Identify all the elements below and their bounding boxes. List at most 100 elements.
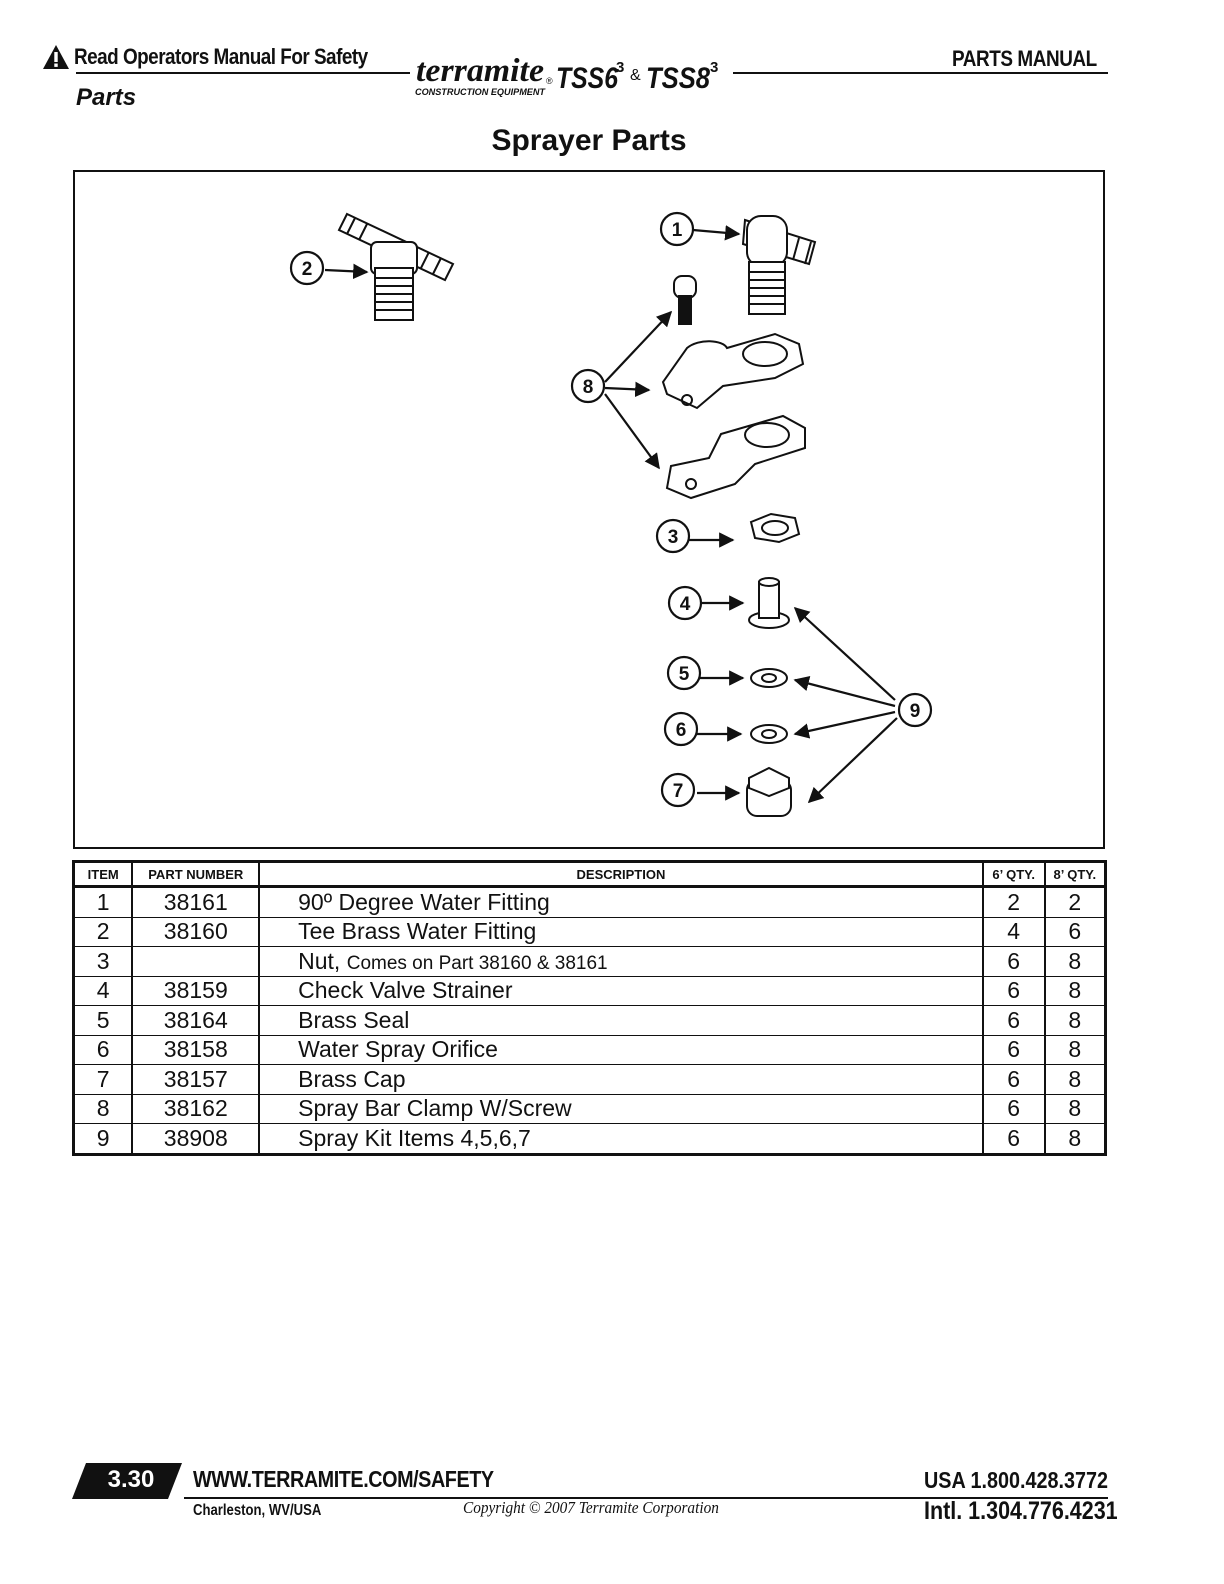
safety-warning: Read Operators Manual For Safety xyxy=(42,44,415,70)
item-cell: 1 xyxy=(73,886,133,918)
qty-6ft-cell: 6 xyxy=(981,946,1045,977)
description-text: Check Valve Strainer xyxy=(298,977,513,1004)
manual-label: PARTS MANUAL xyxy=(952,46,1097,71)
qty-8ft-cell: 8 xyxy=(1043,1064,1106,1095)
svg-text:3: 3 xyxy=(710,59,718,76)
callout-1: 1 xyxy=(659,211,695,247)
qty-8ft-cell: 8 xyxy=(1043,976,1106,1006)
callout-7: 7 xyxy=(660,772,696,808)
clamp-lower-drawing xyxy=(665,414,806,500)
item-cell: 5 xyxy=(73,1005,133,1036)
svg-text:1: 1 xyxy=(672,220,683,241)
description-text: Brass Seal xyxy=(298,1006,410,1033)
footer-city: Charleston, WV/USA xyxy=(193,1502,322,1519)
col-header-item: ITEM xyxy=(73,861,133,888)
description-cell: Spray Bar Clamp W/Screw xyxy=(258,1094,983,1124)
page-title: Sprayer Parts xyxy=(491,124,687,157)
part-number-cell: 38162 xyxy=(131,1094,260,1124)
callout-2: 2 xyxy=(289,250,325,286)
description-cell: Brass Cap xyxy=(258,1064,983,1095)
svg-text:3: 3 xyxy=(668,527,679,548)
safety-url[interactable]: WWW.TERRAMITE.COM/SAFETY xyxy=(193,1466,494,1492)
parts-table: ITEM PART NUMBER DESCRIPTION 6’ QTY. 8’ … xyxy=(72,860,1107,1156)
qty-8ft-cell: 8 xyxy=(1043,946,1106,977)
description-text: 90º Degree Water Fitting xyxy=(298,888,550,915)
qty-6ft-cell: 4 xyxy=(981,917,1045,947)
qty-8ft-cell: 8 xyxy=(1043,1094,1106,1124)
description-cell: Water Spray Orifice xyxy=(258,1035,983,1065)
svg-text:TSS6: TSS6 xyxy=(556,62,618,95)
col-header-6ft-qty: 6’ QTY. xyxy=(981,861,1045,888)
callout-5: 5 xyxy=(666,655,702,691)
svg-text:TSS8: TSS8 xyxy=(646,62,710,95)
col-header-part-number: PART NUMBER xyxy=(131,861,260,888)
brass-cap-drawing xyxy=(746,766,792,817)
hex-nut-drawing xyxy=(749,512,801,544)
section-label: Parts xyxy=(76,84,137,111)
item-cell: 2 xyxy=(73,917,133,947)
svg-text:3: 3 xyxy=(616,59,624,76)
clamp-screw-drawing xyxy=(673,275,697,325)
col-header-8ft-qty: 8’ QTY. xyxy=(1043,861,1106,888)
qty-8ft-cell: 6 xyxy=(1043,917,1106,947)
description-cell: Tee Brass Water Fitting xyxy=(258,917,983,947)
qty-6ft-cell: 6 xyxy=(981,976,1045,1006)
page-number-badge xyxy=(72,1463,182,1499)
svg-text:CONSTRUCTION EQUIPMENT: CONSTRUCTION EQUIPMENT xyxy=(415,87,547,97)
callout-3: 3 xyxy=(655,518,691,554)
description-cell: Spray Kit Items 4,5,6,7 xyxy=(258,1123,983,1154)
svg-text:8: 8 xyxy=(583,377,594,398)
svg-text:7: 7 xyxy=(673,781,684,802)
item-cell: 6 xyxy=(73,1035,133,1065)
qty-6ft-cell: 6 xyxy=(981,1035,1045,1065)
spray-orifice-drawing xyxy=(750,724,788,744)
col-header-description: DESCRIPTION xyxy=(258,861,983,888)
callout-6: 6 xyxy=(663,711,699,747)
item-cell: 3 xyxy=(73,946,133,977)
qty-6ft-cell: 6 xyxy=(981,1005,1045,1036)
usa-phone: USA 1.800.428.3772 xyxy=(924,1467,1109,1493)
warning-icon xyxy=(43,45,69,69)
qty-8ft-cell: 8 xyxy=(1043,1123,1106,1154)
elbow-fitting-drawing xyxy=(741,215,817,315)
exploded-view: 2 1 8 3 4 5 6 xyxy=(289,211,933,817)
callout-9: 9 xyxy=(897,692,933,728)
part-number-cell: 38159 xyxy=(131,976,260,1006)
part-number-cell: 38157 xyxy=(131,1064,260,1095)
qty-6ft-cell: 6 xyxy=(981,1064,1045,1095)
description-text: Spray Bar Clamp W/Screw xyxy=(298,1095,572,1122)
copyright-notice: Copyright © 2007 Terramite Corporation xyxy=(463,1498,719,1517)
description-text: Nut, xyxy=(298,947,341,974)
description-text: Water Spray Orifice xyxy=(298,1036,498,1063)
tee-fitting-drawing xyxy=(337,212,455,321)
callout-4: 4 xyxy=(667,585,703,621)
callout-8: 8 xyxy=(570,368,606,404)
item-cell: 7 xyxy=(73,1064,133,1095)
item-cell: 9 xyxy=(96,1124,110,1151)
item-cell: 4 xyxy=(73,976,133,1006)
description-cell: Check Valve Strainer xyxy=(258,976,983,1006)
page-number: 3.30 xyxy=(107,1466,155,1493)
description-text: Brass Cap xyxy=(298,1065,406,1092)
qty-8ft-cell: 8 xyxy=(1043,1005,1106,1036)
svg-text:terramite: terramite xyxy=(416,53,544,89)
part-number-cell: 38158 xyxy=(131,1035,260,1065)
check-valve-strainer-drawing xyxy=(748,577,790,629)
description-cell: 90º Degree Water Fitting xyxy=(258,886,983,918)
part-number-cell: 38161 xyxy=(131,886,260,918)
part-number-cell: 38164 xyxy=(131,1005,260,1036)
warning-text: Read Operators Manual For Safety xyxy=(74,44,368,69)
qty-6ft-cell: 2 xyxy=(981,886,1045,918)
description-cell: Nut, Comes on Part 38160 & 38161 xyxy=(258,946,983,977)
svg-text:&: & xyxy=(630,67,641,84)
qty-8ft-cell: 8 xyxy=(1043,1035,1106,1065)
